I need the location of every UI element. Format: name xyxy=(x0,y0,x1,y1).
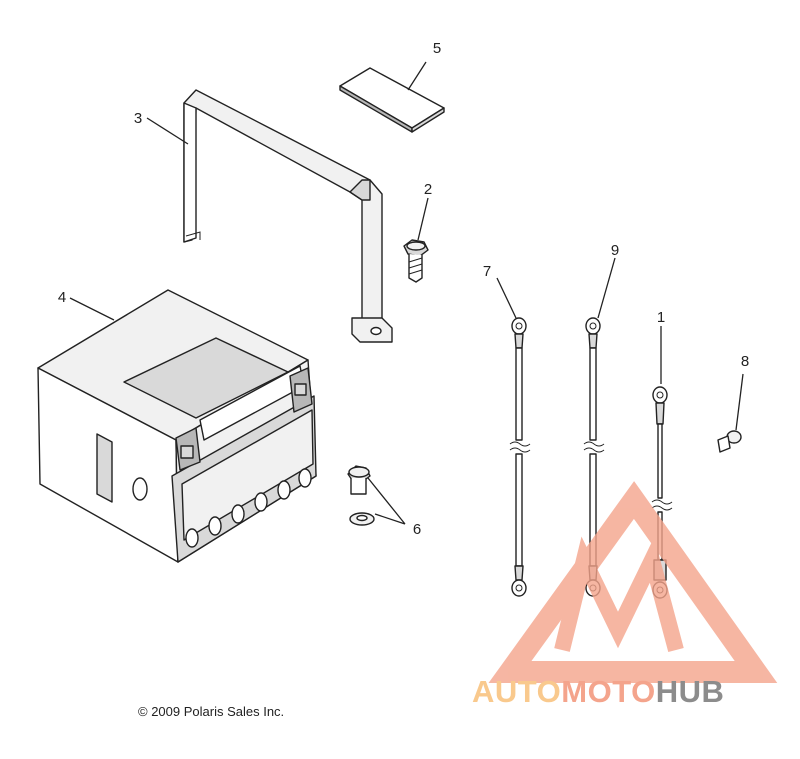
callout-3: 3 xyxy=(134,110,142,127)
watermark-part-hub: HUB xyxy=(656,674,725,709)
watermark-part-auto: AUTO xyxy=(472,674,561,709)
part-pad xyxy=(339,67,445,133)
callout-labels: 1 2 3 4 5 6 7 8 9 xyxy=(58,40,749,538)
callout-7: 7 xyxy=(483,263,491,280)
callout-4: 4 xyxy=(58,289,66,306)
watermark-wordmark: AUTOMOTOHUB xyxy=(472,674,724,709)
part-cable-7 xyxy=(509,317,531,597)
leader-lines xyxy=(69,61,744,525)
copyright-notice: © 2009 Polaris Sales Inc. xyxy=(138,704,284,719)
part-battery xyxy=(37,289,317,563)
watermark-logo xyxy=(488,481,778,683)
callout-2: 2 xyxy=(424,181,432,198)
callout-1: 1 xyxy=(657,309,665,326)
watermark-part-moto: MOTO xyxy=(561,674,655,709)
callout-9: 9 xyxy=(611,242,619,259)
callout-8: 8 xyxy=(741,353,749,370)
callout-5: 5 xyxy=(433,40,441,57)
callout-6: 6 xyxy=(413,521,421,538)
part-hold-down-strap xyxy=(183,89,393,343)
part-bolt-and-washer xyxy=(347,465,375,526)
part-flange-bolt xyxy=(403,239,429,283)
part-screw xyxy=(717,430,742,453)
watermark-m-icon xyxy=(554,536,684,653)
